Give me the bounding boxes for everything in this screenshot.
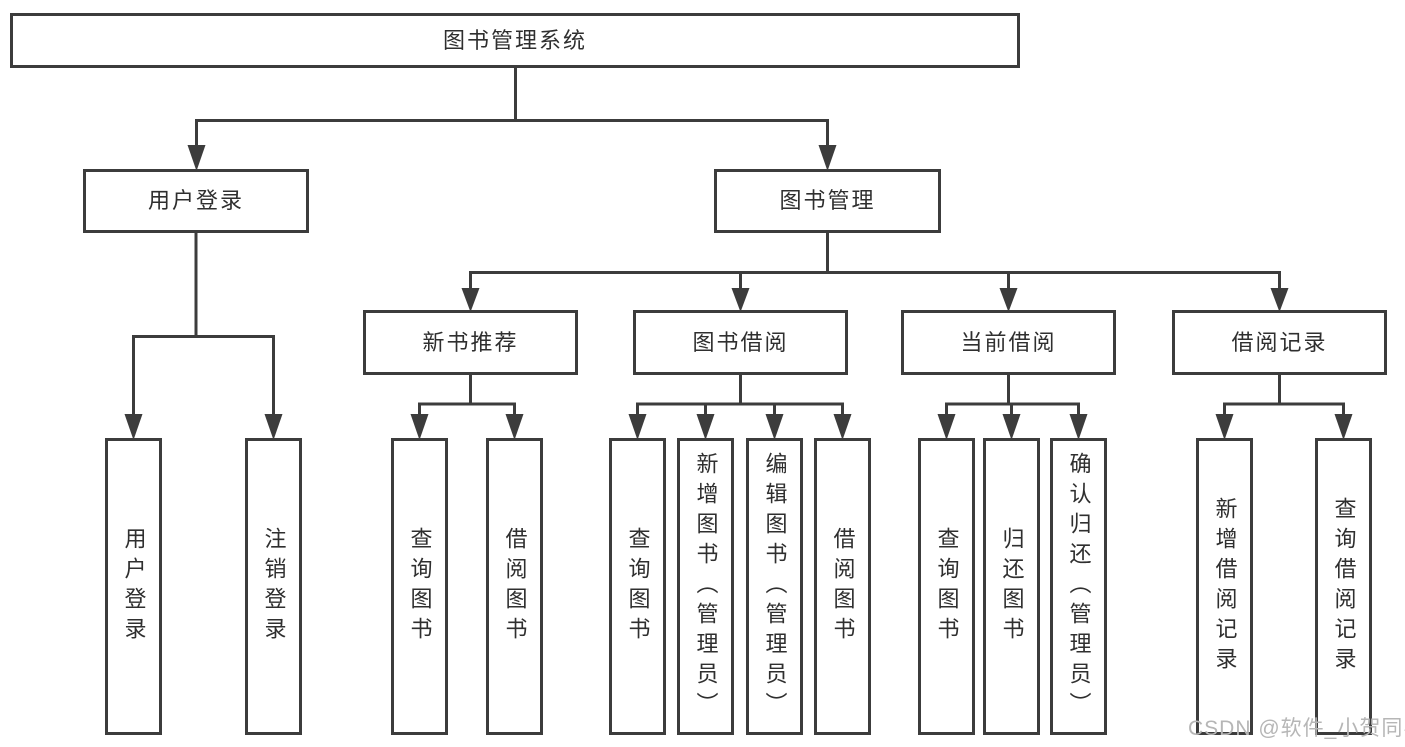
- arrow-down: [833, 414, 852, 440]
- leaf-edit-book-admin: 编辑图书（管理员）: [746, 438, 803, 735]
- node-current-borrowing: 当前借阅: [901, 310, 1116, 375]
- arrow-down: [696, 414, 715, 440]
- node-label: 图书管理系统: [442, 27, 587, 53]
- connector-book-mgmt-to-level3: [469, 233, 1281, 289]
- node-system-root: 图书管理系统: [10, 13, 1020, 68]
- leaf-query-books-1: 查询图书: [391, 438, 448, 735]
- leaf-query-borrow-record: 查询借阅记录: [1315, 438, 1372, 735]
- node-label: 图书管理: [779, 188, 876, 213]
- node-label: 图书借阅: [692, 329, 789, 355]
- arrow-down: [1215, 414, 1234, 440]
- arrow-down: [765, 414, 784, 440]
- leaf-user-login: 用户登录: [105, 438, 162, 735]
- node-label: 查询图书: [407, 526, 433, 647]
- node-label: 借阅记录: [1231, 329, 1328, 355]
- arrow-down: [1270, 288, 1289, 312]
- leaf-borrow-books-1: 借阅图书: [486, 438, 543, 735]
- node-label: 查询图书: [934, 526, 960, 647]
- arrow-down: [1334, 414, 1353, 440]
- arrow-down: [124, 414, 143, 440]
- arrowheads: [124, 145, 1353, 440]
- node-label: 确认归还（管理员）: [1066, 451, 1092, 722]
- connector-current-borrow-to-leaves: [945, 375, 1080, 417]
- arrow-down: [1002, 414, 1021, 440]
- node-borrowing-records: 借阅记录: [1172, 310, 1387, 375]
- node-label: 新增图书（管理员）: [693, 451, 719, 722]
- leaf-return-book: 归还图书: [983, 438, 1040, 735]
- node-book-borrowing: 图书借阅: [633, 310, 848, 375]
- leaf-add-book-admin: 新增图书（管理员）: [677, 438, 734, 735]
- connector-user-login-to-leaves: [132, 233, 275, 416]
- node-label: 归还图书: [999, 526, 1025, 647]
- leaf-add-borrow-record: 新增借阅记录: [1196, 438, 1253, 735]
- node-label: 借阅图书: [502, 526, 528, 647]
- arrow-down: [937, 414, 956, 440]
- node-label: 用户登录: [121, 526, 147, 647]
- node-label: 用户登录: [147, 188, 244, 213]
- arrow-down: [628, 414, 647, 440]
- node-label: 注销登录: [261, 526, 287, 647]
- arrow-down: [818, 145, 837, 171]
- leaf-confirm-return-admin: 确认归还（管理员）: [1050, 438, 1107, 735]
- leaf-borrow-books-2: 借阅图书: [814, 438, 871, 735]
- arrow-down: [999, 288, 1018, 312]
- watermark: CSDN @软件_小贺同学: [1188, 717, 1405, 740]
- node-label: 当前借阅: [960, 329, 1057, 355]
- leaf-query-books-3: 查询图书: [918, 438, 975, 735]
- node-label: 借阅图书: [830, 526, 856, 647]
- node-label: 编辑图书（管理员）: [762, 451, 788, 722]
- arrow-down: [731, 288, 750, 312]
- connector-new-book-rec-to-leaves: [418, 375, 516, 417]
- leaf-query-books-2: 查询图书: [609, 438, 666, 735]
- node-label: 新增借阅记录: [1212, 496, 1238, 677]
- node-label: 查询图书: [625, 526, 651, 647]
- connector-records-to-leaves: [1223, 375, 1345, 417]
- arrow-down: [264, 414, 283, 440]
- node-user-login: 用户登录: [83, 169, 309, 233]
- node-book-management: 图书管理: [714, 169, 941, 233]
- node-label: 新书推荐: [422, 329, 519, 355]
- arrow-down: [505, 414, 524, 440]
- connector-book-borrow-to-leaves: [636, 375, 844, 417]
- leaf-logout: 注销登录: [245, 438, 302, 735]
- node-new-book-recommend: 新书推荐: [363, 310, 578, 375]
- arrow-down: [187, 145, 206, 171]
- connector-root-to-level2: [195, 67, 829, 147]
- node-label: 查询借阅记录: [1331, 496, 1357, 677]
- arrow-down: [1069, 414, 1088, 440]
- arrow-down: [461, 288, 480, 312]
- arrow-down: [410, 414, 429, 440]
